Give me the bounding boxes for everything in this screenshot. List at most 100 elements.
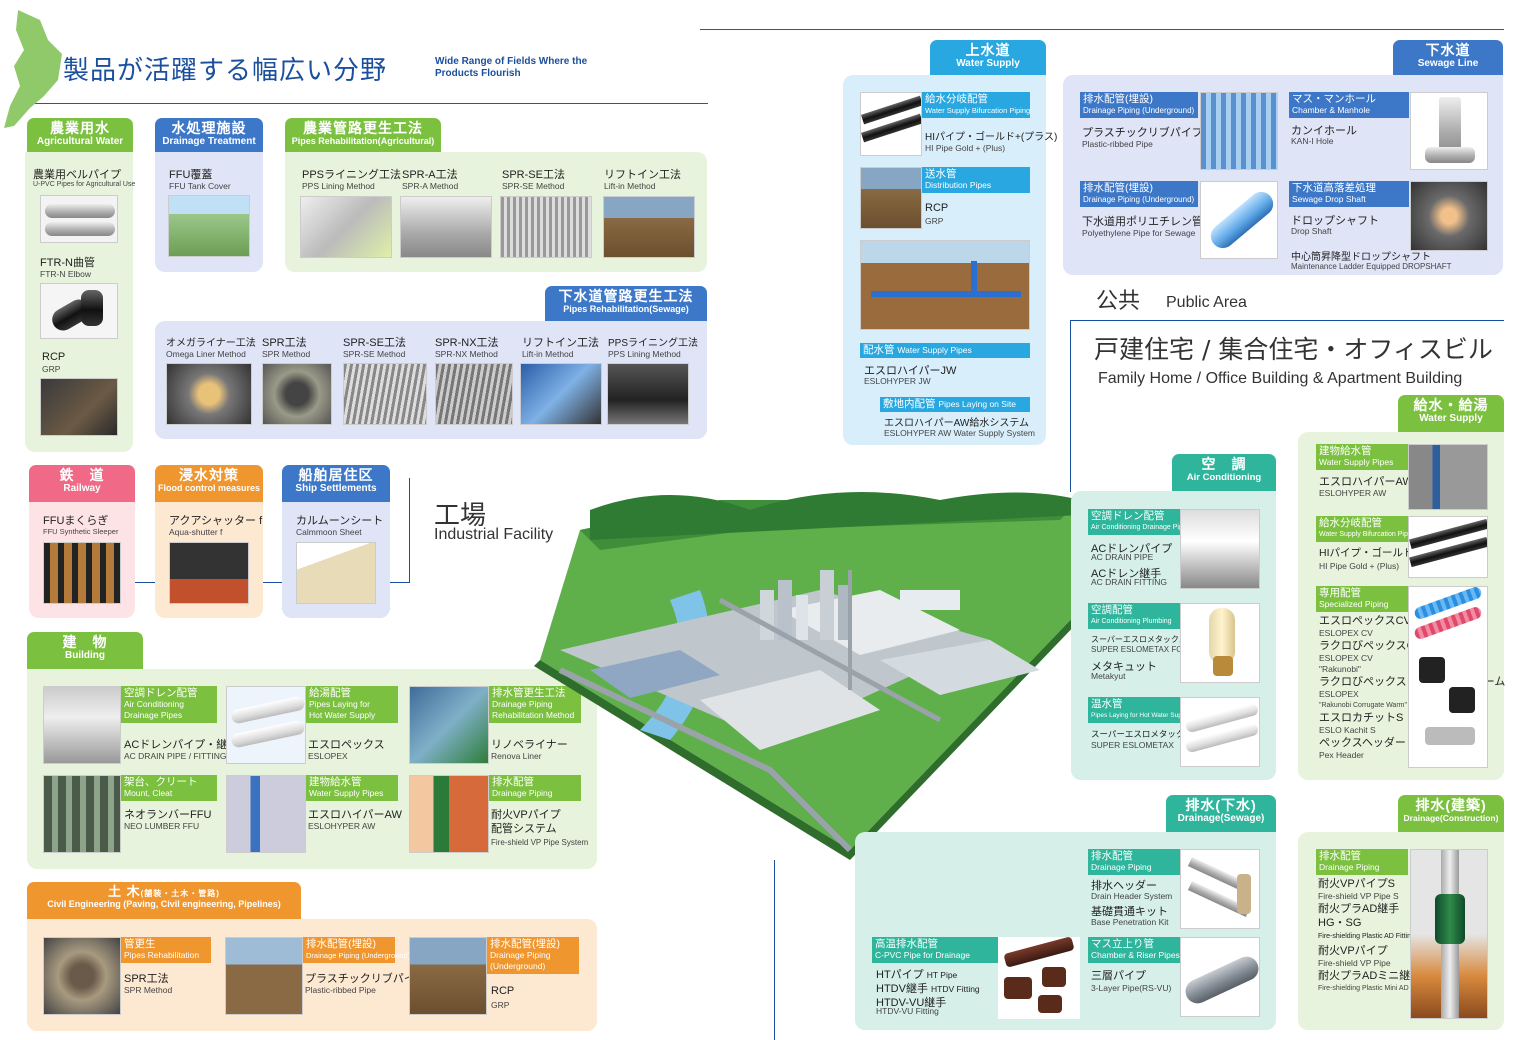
list-item: ラクロびペックスCV (1319, 640, 1422, 652)
product-name-en: SUPER ESLOMETAX FC (1091, 645, 1182, 654)
lift-in-sewage-image (520, 363, 602, 425)
product-tag: 排水配管 Drainage Piping (489, 775, 581, 801)
product-name-en: Maintenance Ladder Equipped DROPSHAFT (1291, 262, 1452, 271)
drop-shaft-image (1410, 181, 1488, 251)
product-name: リノベライナー (491, 739, 568, 751)
tag-label: 排水管更生工法 (492, 687, 566, 699)
product-name: カンイホール (1291, 125, 1357, 137)
product-name: RCP (491, 985, 515, 997)
tab-drainage-treatment: 水処理施設 Drainage Treatment (155, 118, 263, 154)
rcp-distribution-image (860, 167, 922, 229)
product-name-en: HI Pipe Gold + (Plus) (1319, 561, 1400, 571)
tab-air-conditioning: 空 調 Air Conditioning (1172, 454, 1276, 492)
tab-label: 上水道 (965, 42, 1011, 58)
rcp-civil-image (409, 937, 487, 1015)
method-name-en: Omega Liner Method (166, 349, 246, 359)
product-tag: 排水管更生工法 Drainage Piping Rehabilitation M… (489, 686, 581, 723)
tag-label-en: Drainage Piping (492, 699, 553, 709)
product-name-en: 3-Layer Pipe(RS-VU) (1091, 983, 1172, 993)
product-name-en: Aqua-shutter f (169, 527, 223, 537)
tab-label: 下水道管路更生工法 (558, 288, 694, 304)
product-name: FFU覆蓋 (169, 169, 213, 181)
tag-label: 建物給水管 (309, 776, 362, 788)
tab-label: 下水道 (1425, 42, 1471, 58)
product-name-en: Calmmoon Sheet (296, 527, 362, 537)
product-name: SPR工法 (124, 973, 169, 985)
ffu-tank-cover-image (168, 195, 250, 257)
tag-label: 高温排水配管 (875, 938, 938, 950)
list-item: ESLOPEX CV (1319, 653, 1373, 663)
omega-liner-image (166, 363, 252, 425)
method-name: PPSライニング工法 (608, 338, 699, 349)
method-name-en: SPR-A Method (402, 181, 459, 191)
tab-label-en: Sewage Line (1417, 58, 1479, 69)
tab-label-en: Agricultural Water (36, 136, 124, 147)
tab-ship-settlements: 船舶居住区 Ship Settlements (282, 465, 390, 503)
list-item: Fire-shielding Plastic AD Fitting HG・SG (1318, 933, 1445, 940)
pe-pipe-image (1200, 181, 1278, 259)
product-tag: 排水配管(埋設) Drainage Piping (Underground) (303, 937, 410, 963)
tab-label: 排水(建築) (1415, 797, 1487, 813)
tag-label-en: Drainage Piping (490, 950, 551, 960)
connector-line (774, 860, 775, 1040)
list-item: エスロペックスCV (1319, 615, 1411, 627)
product-name-en: Renova Liner (491, 751, 542, 761)
product-name: HIパイプ・ゴールド+ (1319, 547, 1420, 559)
method-name-en: Lift-in Method (604, 181, 656, 191)
product-name: プラスチックリブパイプ (305, 973, 426, 985)
product-name-en: SUPER ESLOMETAX (1091, 740, 1174, 750)
tab-label-en: Flood control measures (157, 483, 261, 493)
product-name-en: AC DRAIN PIPE / FITTING (124, 751, 227, 761)
product-name: カルムーンシート (296, 515, 384, 527)
tag-label-en: Water Supply Bifurcation Piping (1319, 531, 1418, 538)
product-name-en: ESLOHYPER AW (308, 821, 376, 831)
tab-pipes-rehab-sewage: 下水道管路更生工法 Pipes Rehabilitation(Sewage) (545, 286, 707, 322)
product-name: ドロップシャフト (1291, 215, 1379, 227)
tab-drainage-construction: 排水(建築) Drainage(Construction) (1398, 795, 1504, 833)
factory-title-en: Industrial Facility (434, 526, 554, 543)
product-name: FFUまくらぎ (43, 515, 109, 527)
tab-water-supply-home: 給水・給湯 Water Supply (1398, 395, 1504, 433)
product-name-en: Base Penetration Kit (1091, 917, 1169, 927)
product-name: HTパイプ (876, 969, 924, 981)
product-name-en: FFU Tank Cover (169, 181, 231, 191)
eslopex-image (226, 686, 306, 764)
tab-drainage-sewage: 排水(下水) Drainage(Sewage) (1166, 795, 1276, 833)
ribbed-pipe-civil-image (225, 937, 303, 1015)
product-name: ACドレン継手 (1091, 568, 1162, 580)
product-name: 中心筒昇降型ドロップシャフト (1291, 252, 1431, 263)
tab-label-en: Drainage(Sewage) (1177, 813, 1265, 824)
tag-label-en: Drainage Piping (492, 788, 553, 798)
tab-label-en: Pipes Rehabilitation(Sewage) (563, 304, 689, 314)
method-name-en: PPS Lining Method (302, 181, 375, 191)
public-area-title-en: Public Area (1166, 294, 1247, 311)
header-rule (24, 103, 708, 104)
product-name: 農業用ベルパイプ (33, 169, 121, 181)
tab-label-en: Drainage Treatment (162, 136, 256, 147)
lift-in-image (603, 196, 695, 258)
method-name: PPSライニング工法 (302, 169, 402, 181)
method-name: SPR工法 (262, 337, 307, 349)
neo-lumber-image (43, 775, 121, 853)
product-name-en: KAN-I Hole (1291, 136, 1334, 146)
product-tag: 送水管 Distribution Pipes (922, 167, 1030, 193)
product-tag: 建物給水管 Water Supply Pipes (1316, 444, 1408, 470)
product-name: 耐火VPパイプ (491, 809, 561, 821)
top-rule (700, 29, 1504, 30)
list-item: Fire-shielding Plastic Mini AD Fitting (1318, 985, 1430, 992)
product-name-en: SPR Method (124, 985, 173, 995)
product-name: スーパーエスロメタックス (1091, 729, 1193, 739)
product-tag: 排水配管(埋設) Drainage Piping (Underground) (1080, 92, 1198, 118)
three-layer-pipe-image (1180, 937, 1260, 1017)
list-item: Fire-shield VP Pipe S (1318, 891, 1399, 901)
product-name-en: GRP (491, 1000, 510, 1010)
connector-line (263, 582, 282, 583)
spr-se-image (343, 363, 427, 425)
tab-label: 排水(下水) (1185, 797, 1257, 813)
list-item: ESLOPEX (1319, 689, 1359, 699)
tab-label-en: Civil Engineering (Paving, Civil enginee… (47, 899, 281, 909)
tab-label: 船舶居住区 (298, 467, 374, 483)
tag-label-en: Water Supply Pipes (1319, 457, 1394, 467)
tag-label: 架台、クリート (124, 776, 198, 788)
tag-label: 建物給水管 (1319, 445, 1372, 457)
